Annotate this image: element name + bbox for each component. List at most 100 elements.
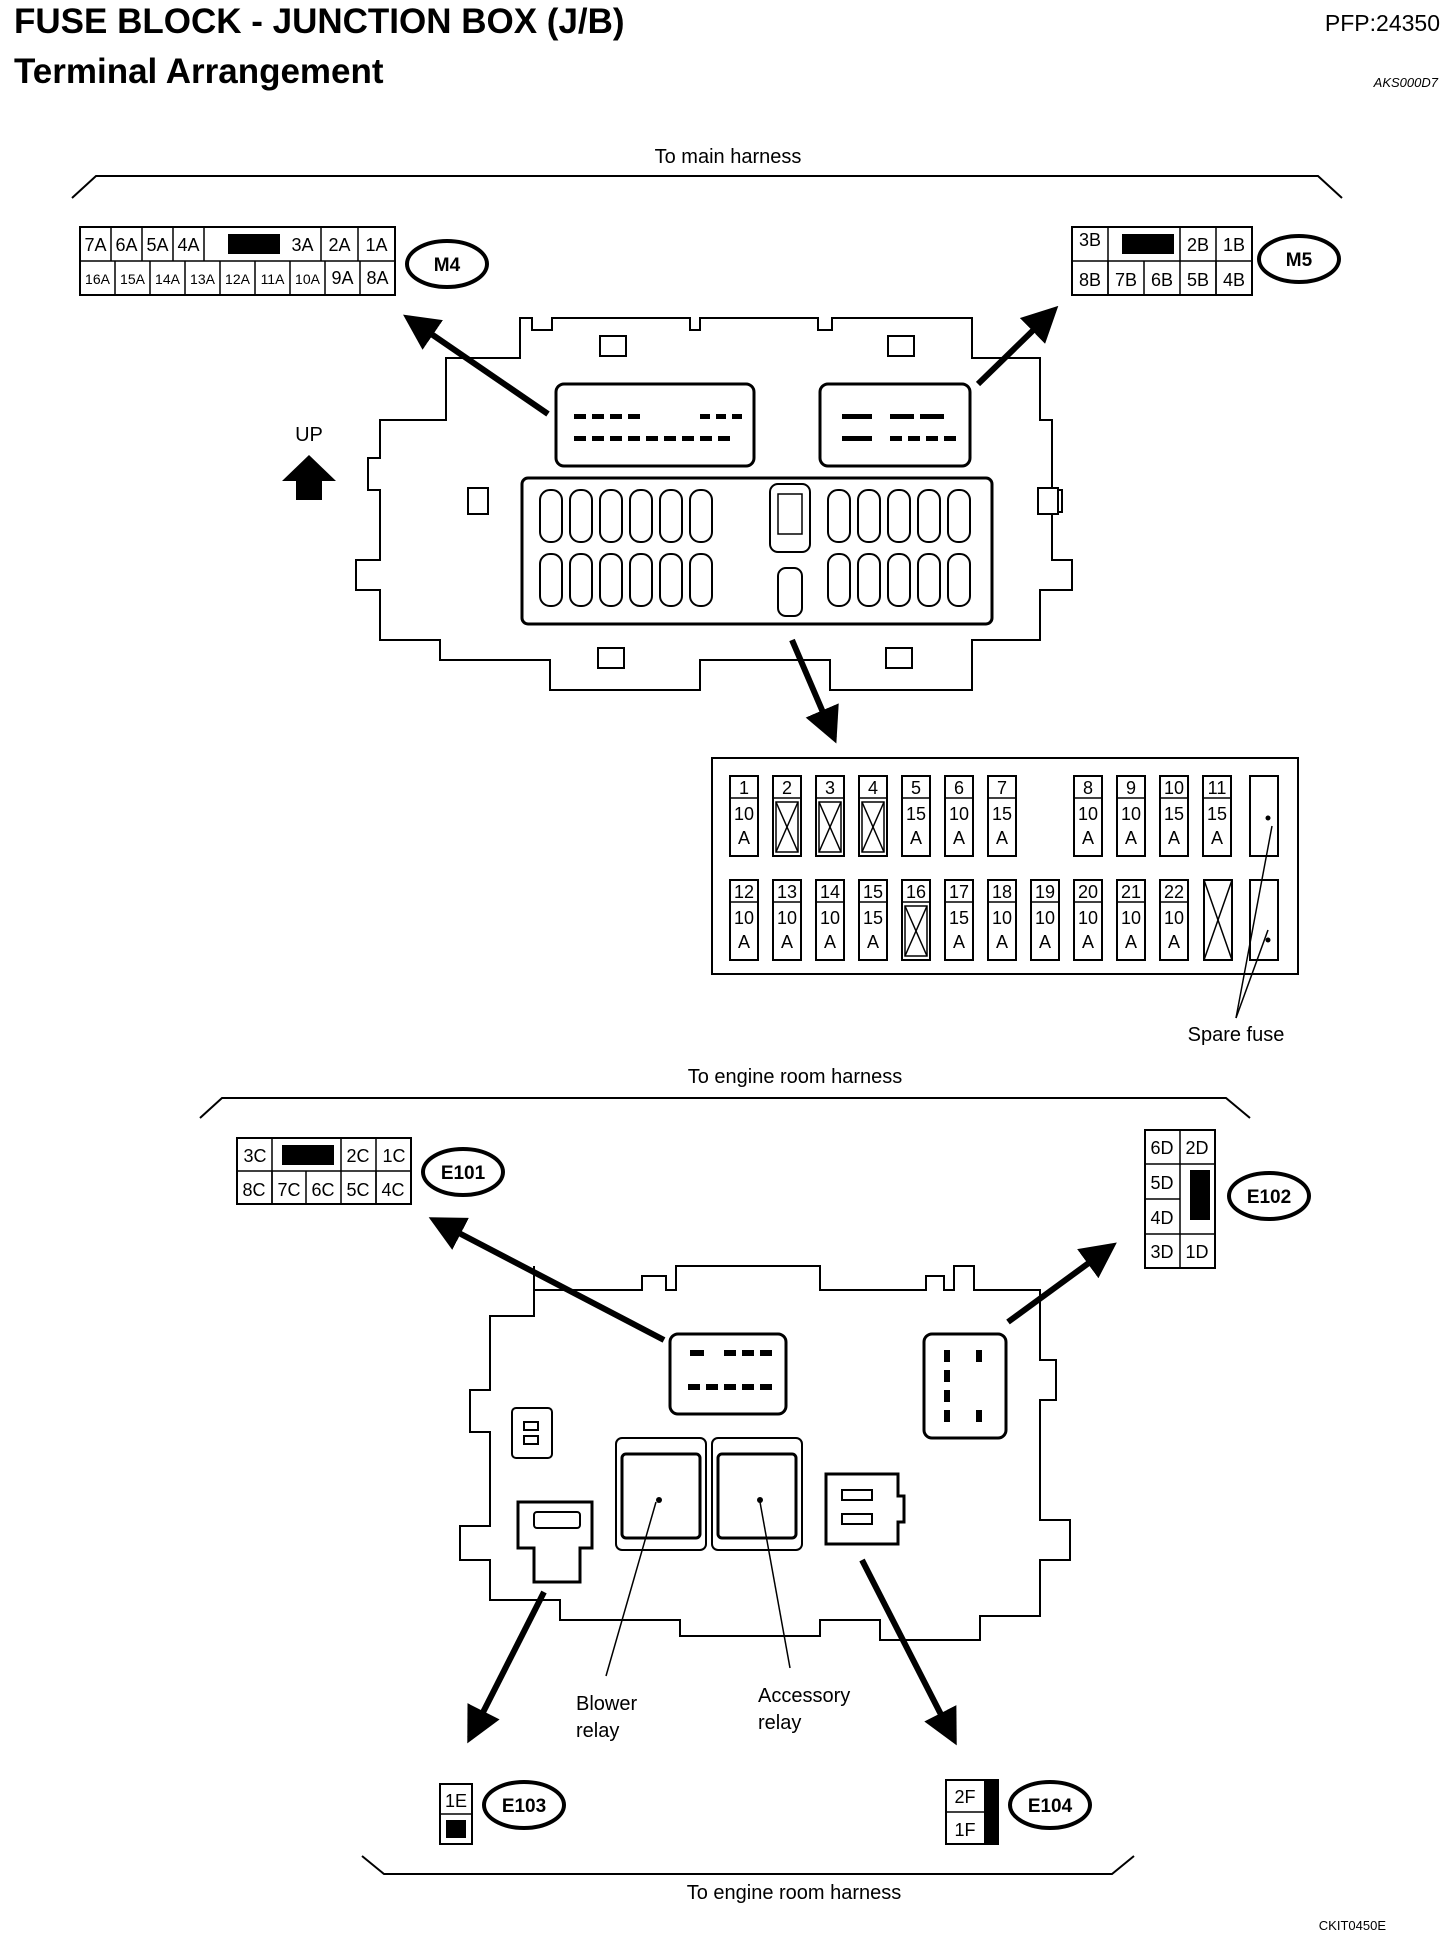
fuse-number-8: 8: [1083, 778, 1093, 798]
fuse-number-3: 3: [825, 778, 835, 798]
e101-socket-pin: [724, 1350, 736, 1356]
fuse-number-13: 13: [777, 882, 797, 902]
fuse-amp-13: 10: [777, 908, 797, 928]
engine-harness-top-label: To engine room harness: [688, 1066, 903, 1088]
m5-socket-pin: [842, 436, 872, 441]
fuse-slot-9: [1116, 775, 1146, 857]
blower-relay: [615, 1437, 707, 1551]
m5-socket-pin: [890, 414, 914, 419]
m4-cell-15a: 15A: [120, 271, 146, 287]
m4-cell-8a: 8A: [366, 268, 388, 288]
fuse-slot-7: [987, 775, 1017, 857]
m4-socket-pin: [574, 436, 586, 441]
jb-fuse-slot: [917, 489, 941, 543]
small-connector: [511, 1407, 553, 1459]
jb-fuse-slot: [569, 553, 593, 607]
m4-cell-5a: 5A: [146, 235, 168, 255]
jb-fuse-slot: [857, 489, 881, 543]
spare-fuse-leader-2: [1235, 825, 1273, 1019]
m4-cell-13a: 13A: [190, 271, 216, 287]
e101-socket-pin: [742, 1384, 754, 1390]
fuse-amp-7: 15: [992, 804, 1012, 824]
m4-socket-pin: [718, 436, 730, 441]
jb-fuse-slot: [947, 553, 971, 607]
fuse-amp-21: 10: [1121, 908, 1141, 928]
fuse-amp-14: 10: [820, 908, 840, 928]
up-arrow-icon: [282, 455, 336, 500]
jb-fuse-slot: [947, 489, 971, 543]
jb-fuse-slot: [599, 553, 623, 607]
m4-cell-14a: 14A: [155, 271, 181, 287]
jb-fuse-slot: [659, 489, 683, 543]
fuse-amp-9: 10: [1121, 804, 1141, 824]
fuse-amp-15: 15: [863, 908, 883, 928]
fuse-slot-19: [1030, 879, 1060, 961]
fuse-slot-13: [772, 879, 802, 961]
m5-socket-pin: [920, 414, 944, 419]
m5-cell-5b: 5B: [1187, 270, 1209, 290]
fuse-unit-1: A: [738, 828, 750, 848]
spare-fuse-slot-1: [1249, 775, 1279, 857]
fuse-unit-15: A: [867, 932, 879, 952]
e101-cell-8c: 8C: [242, 1180, 265, 1200]
e102-label-oval: [1227, 1171, 1311, 1221]
m4-cell-16a: 16A: [85, 271, 111, 287]
fuse-unit-11: A: [1211, 828, 1223, 848]
fuse-slot-18: [987, 879, 1017, 961]
fuse-empty-cross: [904, 905, 928, 957]
m4-cell-4a: 4A: [177, 235, 199, 255]
e103-socket: [516, 1500, 594, 1584]
m5-socket-pin: [926, 436, 938, 441]
m5-socket-pin: [944, 436, 956, 441]
fuse-amp-11: 15: [1207, 804, 1227, 824]
fuse-number-9: 9: [1126, 778, 1136, 798]
jb-center-fuse-inner: [777, 493, 803, 535]
m4-socket-pin: [628, 436, 640, 441]
e102-socket-pin: [944, 1390, 950, 1402]
jb-fuse-slot: [689, 489, 713, 543]
jb-fuse-slot: [569, 489, 593, 543]
fuse-number-18: 18: [992, 882, 1012, 902]
fuse-number-2: 2: [782, 778, 792, 798]
fuse-number-4: 4: [868, 778, 878, 798]
fuse-amp-18: 10: [992, 908, 1012, 928]
e101-socket-pin: [742, 1350, 754, 1356]
spare-fuse-leader-1: [1235, 929, 1269, 1019]
jb-bottom-tab-right: [885, 647, 913, 669]
m5-cell-1b: 1B: [1223, 235, 1245, 255]
m4-cell-12a: 12A: [225, 271, 251, 287]
jb-fuse-slot: [599, 489, 623, 543]
e102-socket: [922, 1332, 1008, 1440]
jb-fuse-slot: [827, 553, 851, 607]
e104-label-oval: [1008, 1780, 1092, 1830]
e101-socket-pin: [690, 1350, 704, 1356]
m4-socket-pin: [700, 436, 712, 441]
e104-label: E104: [1028, 1796, 1073, 1817]
m5-socket-pin: [842, 414, 872, 419]
engine-harness-top-bracket: [199, 1097, 1251, 1119]
arrow-to-e104: [859, 1558, 957, 1746]
jb-top-tab-left: [599, 335, 627, 357]
fuse-amp-1: 10: [734, 804, 754, 824]
m4-socket-pin: [592, 436, 604, 441]
accessory-relay-label-1: Accessory: [758, 1685, 850, 1707]
m4-cell-2a: 2A: [328, 235, 350, 255]
spare-fuse-dot: [1265, 815, 1271, 821]
jb-fuse-slot: [659, 553, 683, 607]
e102-socket-pin: [944, 1370, 950, 1382]
fuse-amp-22: 10: [1164, 908, 1184, 928]
m5-label-oval: [1257, 234, 1341, 284]
e102-cell-2d: 2D: [1185, 1138, 1208, 1158]
fuse-slot-17: [944, 879, 974, 961]
e102-socket-pin: [976, 1350, 982, 1362]
m4-socket-pin: [664, 436, 676, 441]
m4-socket-pin: [628, 414, 640, 419]
m4-socket: [554, 382, 756, 468]
fuse-number-10: 10: [1164, 778, 1184, 798]
fuse-slot-22: [1159, 879, 1189, 961]
m4-cell-3a: 3A: [291, 235, 313, 255]
e101-label-oval: [421, 1147, 505, 1197]
e101-socket-pin: [760, 1384, 772, 1390]
fuse-number-21: 21: [1121, 882, 1141, 902]
